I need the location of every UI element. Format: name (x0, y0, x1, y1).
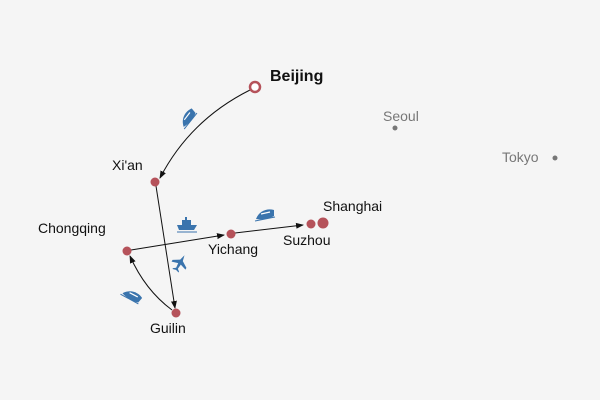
city-marker-beijing[interactable] (248, 80, 262, 94)
city-marker-seoul[interactable] (392, 125, 398, 131)
city-marker-guilin[interactable] (171, 308, 181, 318)
city-marker-yichang[interactable] (226, 229, 236, 239)
train-icon (176, 106, 201, 130)
train-icon (119, 284, 144, 308)
city-marker-tokyo[interactable] (552, 155, 558, 161)
plane-icon (171, 255, 187, 273)
city-marker-xian[interactable] (150, 177, 160, 187)
route-xian-guilin (155, 185, 177, 309)
city-label-yichang: Yichang (208, 241, 259, 257)
train-icon (254, 208, 276, 222)
city-marker-shanghai[interactable] (317, 217, 329, 229)
route-guilin-chongqing (129, 255, 173, 311)
city-label-xian: Xi'an (112, 157, 143, 173)
route-chongqing-yichang (130, 233, 225, 251)
city-label-chongqing: Chongqing (38, 220, 106, 236)
city-label-tokyo: Tokyo (502, 149, 539, 165)
ship-icon (177, 217, 197, 233)
city-label-shanghai: Shanghai (323, 198, 383, 214)
city-marker-chongqing[interactable] (122, 246, 132, 256)
city-label-beijing: Beijing (270, 68, 324, 85)
city-marker-suzhou[interactable] (306, 219, 316, 229)
route-beijing-xian (159, 89, 251, 179)
city-label-suzhou: Suzhou (283, 232, 331, 248)
city-label-seoul: Seoul (383, 108, 419, 124)
city-label-guilin: Guilin (150, 320, 186, 336)
route-yichang-suzhou (234, 222, 304, 234)
